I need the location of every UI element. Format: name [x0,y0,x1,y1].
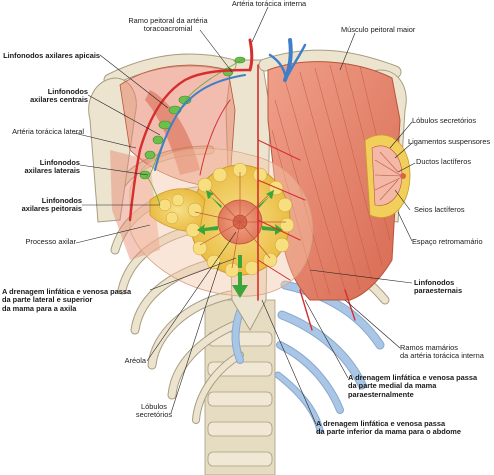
breast-cross-section [364,134,411,218]
label-linfonodos-paraesternais: Linfonodos paraesternais [414,278,463,296]
label-arteria-toracica-lateral: Artéria torácica lateral [12,127,84,136]
lactiferous-ducts [194,172,286,269]
label-linfonodos-apicais: Linfonodos axilares apicais [3,51,100,60]
label-arteria-toracica-interna: Artéria torácica interna [231,0,307,8]
label-lobulos-secretorios: Lóbulos secretórios [412,116,477,125]
label-ligamentos-suspensores: Ligamentos suspensores [408,137,491,146]
label-linfonodos-centrais: Linfonodos axilares centrais [30,87,88,105]
veins [154,38,307,171]
label-ductos-lactiferos: Ductos lactíferos [416,157,472,166]
label-ramo-peitoral: Ramo peitoral da artéria toracoacromial [128,16,208,34]
label-areola: Aréola [124,356,146,365]
label-lobulos-secretorios-bottom: Lóbulos secretórios [135,402,173,420]
arteries [128,38,356,331]
clavicles [103,49,402,87]
label-espaco-retromamario: Espaço retromamário [412,237,483,246]
drainage-arrows [197,190,283,298]
vertebral-column [204,299,276,475]
pectoralis-minor [145,90,200,175]
leader-lines [73,6,416,425]
label-musculo-peitoral-maior: Músculo peitoral maior [341,25,416,34]
label-drenagem-abdome: A drenagem linfática e venosa passa da p… [316,419,461,437]
label-processo-axilar: Processo axilar [25,237,76,246]
label-drenagem-axila: A drenagem linfática e venosa passa da p… [2,287,132,313]
label-seios-lactiferos: Seios lactíferos [414,205,465,214]
label-drenagem-paraesternal: A drenagem linfática e venosa passa da p… [348,373,478,399]
large-down-arrow [232,272,248,298]
label-linfonodos-laterais: Linfonodos axilares laterais [24,158,80,176]
label-ramos-mamarios: Ramos mamários da artéria torácica inter… [400,343,484,361]
label-linfonodos-peitorais: Linfonodos axilares peitorais [21,196,82,214]
lymph-vessels [145,57,246,206]
